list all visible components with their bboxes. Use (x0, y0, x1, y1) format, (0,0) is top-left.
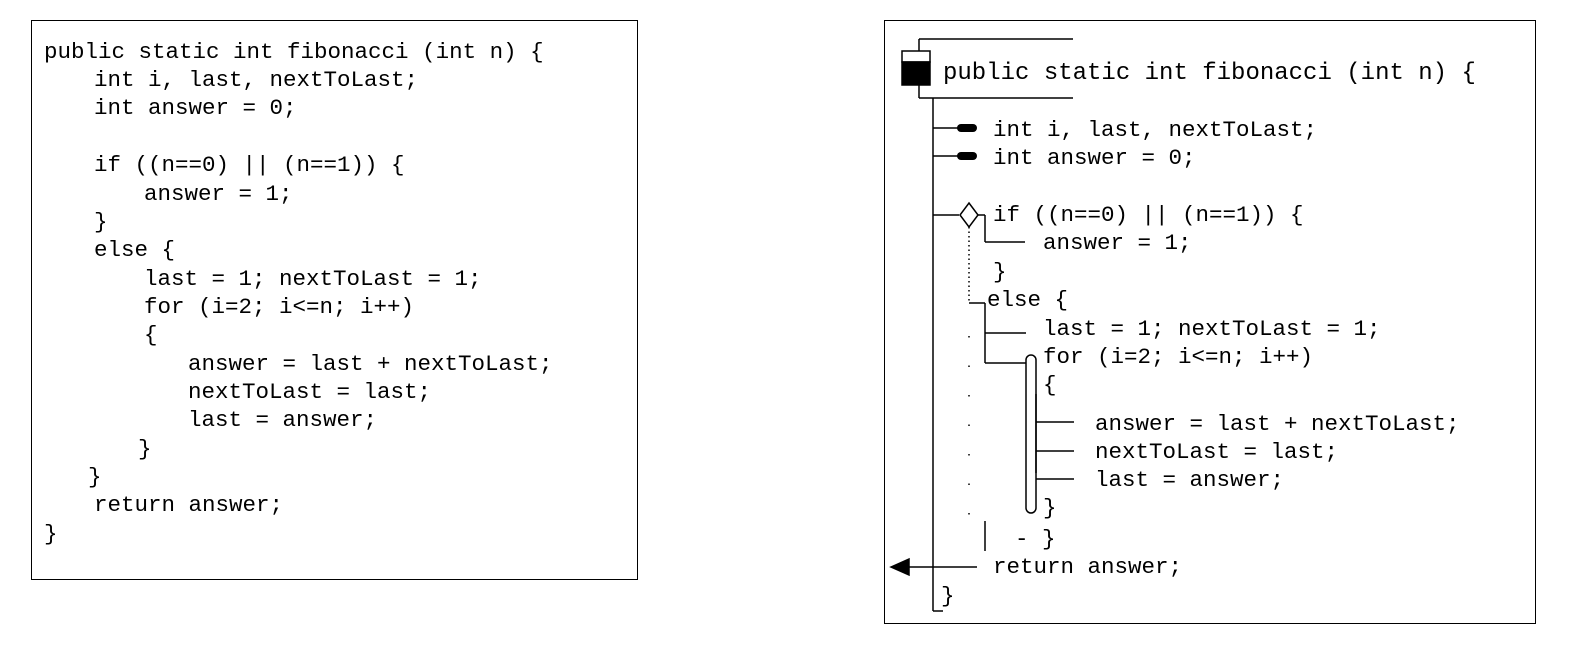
if-selection-symbol (933, 201, 1025, 243)
diagram-line-else: else { (987, 287, 1069, 313)
else-branch-symbol (969, 302, 1026, 364)
diagram-line-if: if ((n==0) || (n==1)) { (993, 202, 1304, 228)
diagram-line-method-signature: public static int fibonacci (int n) { (943, 60, 1476, 87)
code-line-declare-answer: int answer = 0; (94, 95, 297, 121)
diagram-line-else-close: - } (1015, 526, 1056, 552)
diagram-line-for: for (i=2; i<=n; i++) (1043, 344, 1314, 370)
diagram-line-answer-sum: answer = last + nextToLast; (1095, 411, 1460, 437)
diagram-line-answer-one: answer = 1; (1043, 230, 1192, 256)
plain-code-panel: public static int fibonacci (int n) { in… (31, 20, 638, 580)
diagram-line-init-last: last = 1; nextToLast = 1; (1043, 316, 1381, 342)
for-loop-symbol (1025, 354, 1074, 514)
code-line-declare-vars: int i, last, nextToLast; (94, 67, 419, 93)
code-line-last-answer: last = answer; (188, 407, 378, 433)
code-line-for-close: } (138, 436, 152, 462)
diagram-line-declare-answer: int answer = 0; (993, 145, 1196, 171)
code-line-method-close: } (44, 521, 58, 547)
diagram-line-declare-vars: int i, last, nextToLast; (993, 117, 1318, 143)
diagram-line-last-answer: last = answer; (1095, 467, 1285, 493)
diagram-line-return: return answer; (993, 554, 1183, 580)
control-structure-diagram-panel: public static int fibonacci (int n) { in… (884, 20, 1536, 624)
code-line-method-signature: public static int fibonacci (int n) { (44, 39, 544, 65)
control-structure-lines (889, 38, 1074, 612)
code-line-return: return answer; (94, 492, 284, 518)
diagram-line-if-close: } (993, 259, 1007, 285)
diagram-line-next-to-last: nextToLast = last; (1095, 439, 1339, 465)
statement-marker-declare-answer (933, 152, 977, 160)
code-line-else: else { (94, 237, 176, 263)
return-arrow-symbol (889, 557, 977, 577)
code-line-if-close: } (94, 209, 108, 235)
code-line-answer-sum: answer = last + nextToLast; (188, 351, 553, 377)
code-line-init-last: last = 1; nextToLast = 1; (144, 266, 482, 292)
statement-marker-declare-vars (933, 124, 977, 132)
method-entry-symbol (901, 38, 1073, 99)
code-line-else-close: } (88, 464, 102, 490)
code-line-answer-one: answer = 1; (144, 181, 293, 207)
diagram-line-for-open: { (1043, 372, 1057, 398)
code-line-if: if ((n==0) || (n==1)) { (94, 152, 405, 178)
code-line-for: for (i=2; i<=n; i++) (144, 294, 415, 320)
code-line-next-to-last: nextToLast = last; (188, 379, 432, 405)
code-line-for-open: { (144, 322, 158, 348)
diagram-line-method-close: } (941, 583, 955, 609)
diagram-line-for-close: } (1043, 495, 1057, 521)
